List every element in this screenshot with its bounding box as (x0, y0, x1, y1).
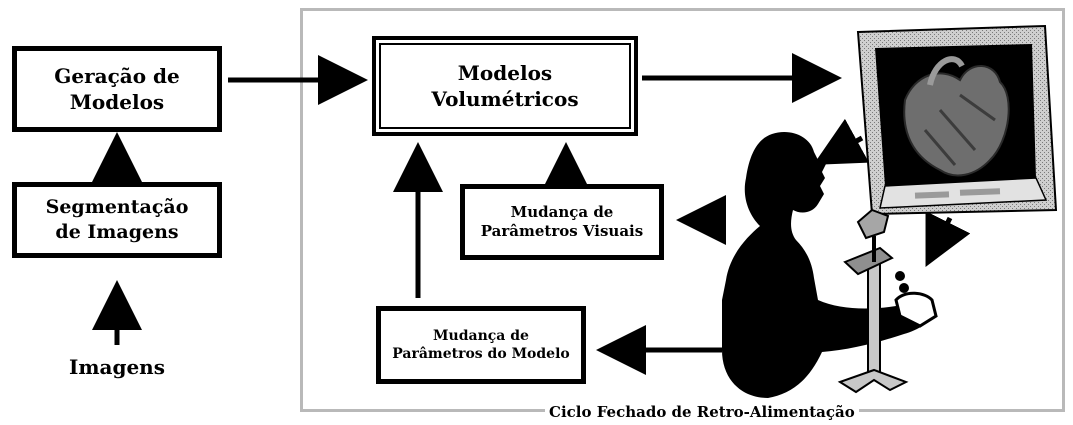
mudanca-parametros-modelo-box: Mudança de Parâmetros do Modelo (376, 306, 586, 384)
mudanca-modelo-line-1: Mudança de (433, 327, 529, 344)
haptic-device-illustration (837, 208, 938, 394)
modelos-volumetricos-box: Modelos Volumétricos (372, 36, 638, 136)
imagens-label: Imagens (69, 355, 165, 379)
mudanca-parametros-visuais-box: Mudança de Parâmetros Visuais (460, 184, 664, 260)
mudanca-modelo-line-2: Parâmetros do Modelo (392, 346, 570, 362)
feedback-loop-caption: Ciclo Fechado de Retro-Alimentação (545, 403, 859, 421)
modelos-volumetricos-line-1: Modelos (457, 61, 553, 85)
monitor-with-heart-illustration (856, 24, 1058, 216)
arrow-device-to-haptic (925, 211, 971, 267)
mudanca-visuais-line-1: Mudança de (510, 202, 614, 221)
segmentacao-line-1: Segmentação (45, 196, 189, 219)
mudanca-visuais-line-2: Parâmetros Visuais (480, 222, 644, 240)
segmentacao-de-imagens-box: Segmentação de Imagens (12, 182, 222, 258)
arrow-monitor-to-head (813, 118, 870, 165)
geracao-de-modelos-line-2: Modelos (69, 90, 165, 114)
geracao-de-modelos-line-1: Geração de (54, 64, 180, 88)
geracao-de-modelos-box: Geração de Modelos (12, 46, 222, 132)
modelos-volumetricos-line-2: Volumétricos (431, 87, 579, 111)
human-silhouette-illustration (722, 132, 935, 398)
segmentacao-line-2: de Imagens (55, 221, 179, 243)
